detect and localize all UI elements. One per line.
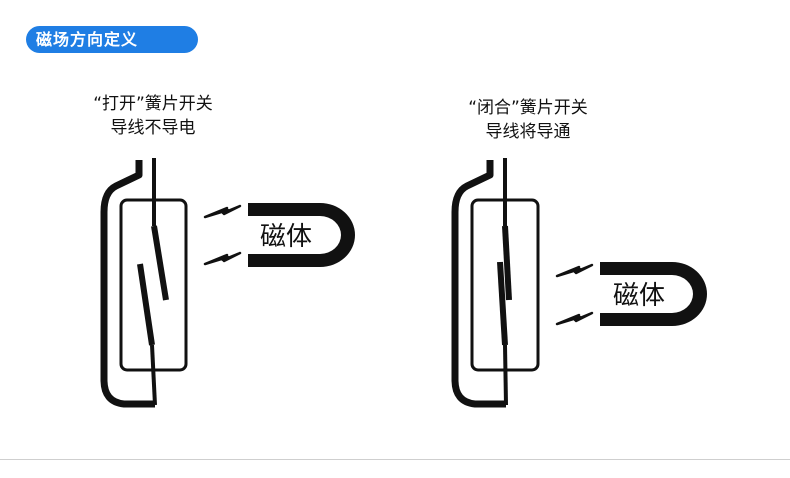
left-reed-lower	[137, 263, 155, 346]
left-magnet: 磁体	[248, 203, 355, 267]
left-bolt-lower-icon	[203, 251, 242, 266]
left-caption: “打开”簧片开关 导线不导电	[58, 92, 248, 140]
right-magnet: 磁体	[600, 262, 707, 326]
bottom-divider	[0, 459, 790, 460]
right-caption-line2: 导线将导通	[485, 122, 571, 142]
left-caption-line1: “打开”簧片开关	[93, 94, 213, 114]
left-caption-line2: 导线不导电	[110, 118, 196, 138]
right-magnet-icon	[600, 262, 707, 326]
left-reed-upper	[151, 225, 169, 301]
right-reed-lower	[497, 261, 508, 346]
right-caption: “闭合”簧片开关 导线将导通	[428, 96, 628, 144]
right-reed-switch	[451, 158, 540, 408]
left-housing	[100, 160, 155, 408]
right-reed-upper	[502, 225, 512, 301]
left-magnet-icon	[248, 203, 355, 267]
left-magnet-label: 磁体	[260, 222, 312, 252]
left-magnetic-bolts	[203, 204, 242, 266]
right-magnetic-bolts	[555, 263, 594, 326]
right-bolt-upper-icon	[555, 263, 594, 278]
right-bolt-lower-icon	[555, 311, 594, 326]
left-reed-switch	[100, 158, 188, 408]
right-wire-bottom	[503, 344, 508, 406]
right-housing	[451, 160, 506, 408]
right-magnet-label: 磁体	[613, 281, 665, 311]
right-caption-line1: “闭合”簧片开关	[468, 98, 588, 118]
left-bolt-upper-icon	[203, 204, 242, 219]
left-wire-bottom	[150, 344, 157, 406]
section-title-badge: 磁场方向定义	[26, 26, 198, 53]
